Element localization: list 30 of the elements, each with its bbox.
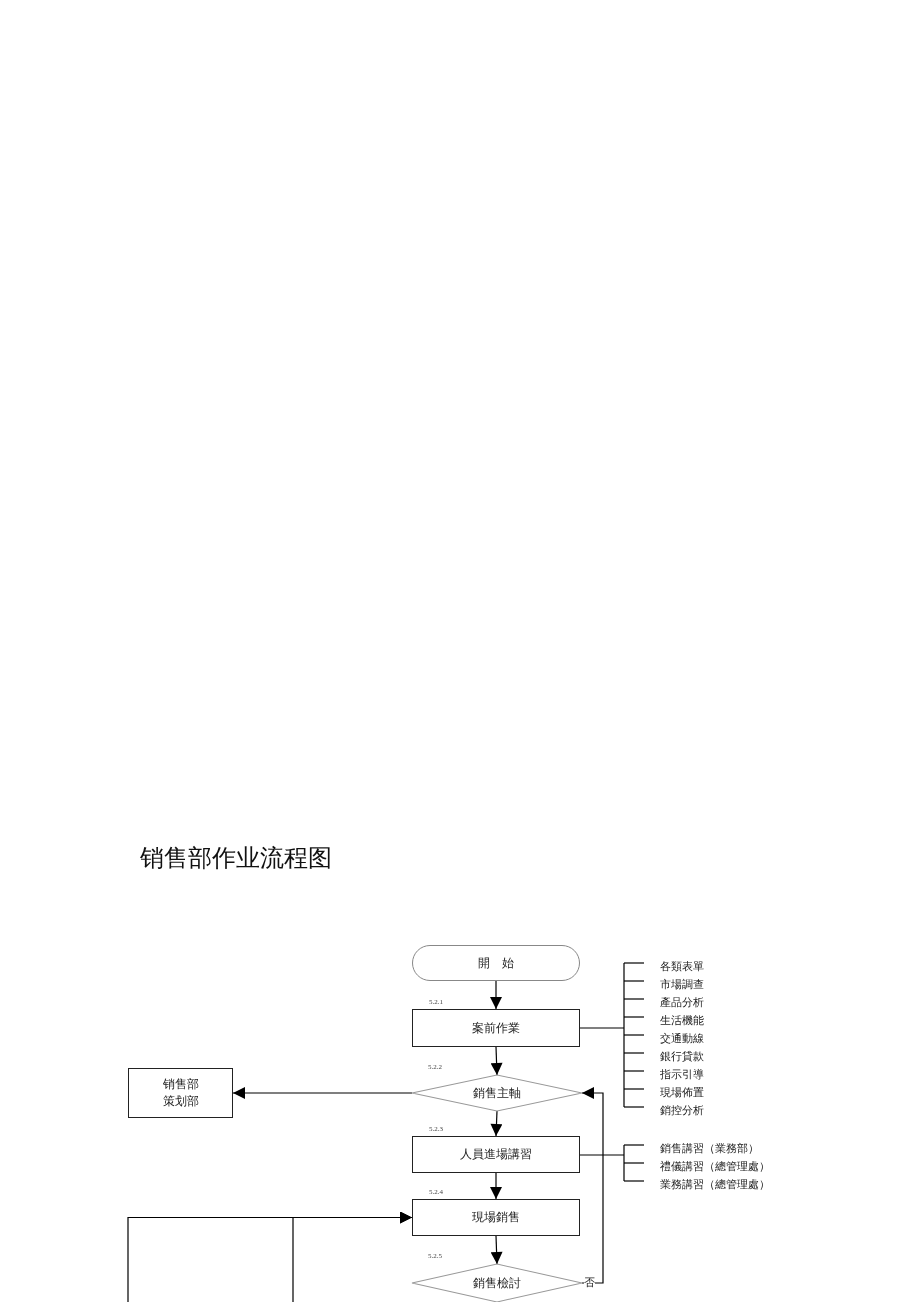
list-item: 市場調查 bbox=[660, 978, 704, 992]
list-item: 銀行貸款 bbox=[660, 1050, 704, 1064]
arrow bbox=[292, 1211, 413, 1302]
node-text: 銷售檢討 bbox=[473, 1274, 521, 1292]
list-item: 禮儀講習（總管理處） bbox=[660, 1160, 770, 1174]
list-item: 銷控分析 bbox=[660, 1104, 704, 1118]
list-item: 指示引導 bbox=[660, 1068, 704, 1082]
list-item: 現場佈置 bbox=[660, 1086, 704, 1100]
list-item: 生活機能 bbox=[660, 1014, 704, 1028]
arrow bbox=[581, 1087, 604, 1284]
arrow bbox=[490, 1172, 502, 1200]
list-item: 銷售講習（業務部） bbox=[660, 1142, 759, 1156]
node-text: 現場銷售 bbox=[472, 1209, 520, 1226]
node-text: 開 始 bbox=[478, 954, 514, 972]
list-item: 交通動線 bbox=[660, 1032, 704, 1046]
list-item: 業務講習（總管理處） bbox=[660, 1178, 770, 1192]
arrow bbox=[232, 1087, 413, 1099]
diagram-title: 销售部作业流程图 bbox=[140, 843, 332, 874]
process-box bbox=[128, 1068, 233, 1118]
arrow bbox=[490, 1235, 503, 1265]
list-item: 產品分析 bbox=[660, 996, 704, 1010]
edge-label: 否 bbox=[584, 1277, 595, 1289]
node-text: 銷售主軸 bbox=[473, 1084, 521, 1102]
arrow bbox=[490, 980, 502, 1010]
arrow bbox=[490, 1046, 503, 1076]
node-text: 人員進場講習 bbox=[460, 1146, 532, 1163]
list-item: 各類表單 bbox=[660, 960, 704, 974]
arrow bbox=[490, 1110, 503, 1137]
node-text: 销售部策划部 bbox=[161, 1076, 200, 1110]
node-text: 案前作業 bbox=[472, 1019, 520, 1037]
